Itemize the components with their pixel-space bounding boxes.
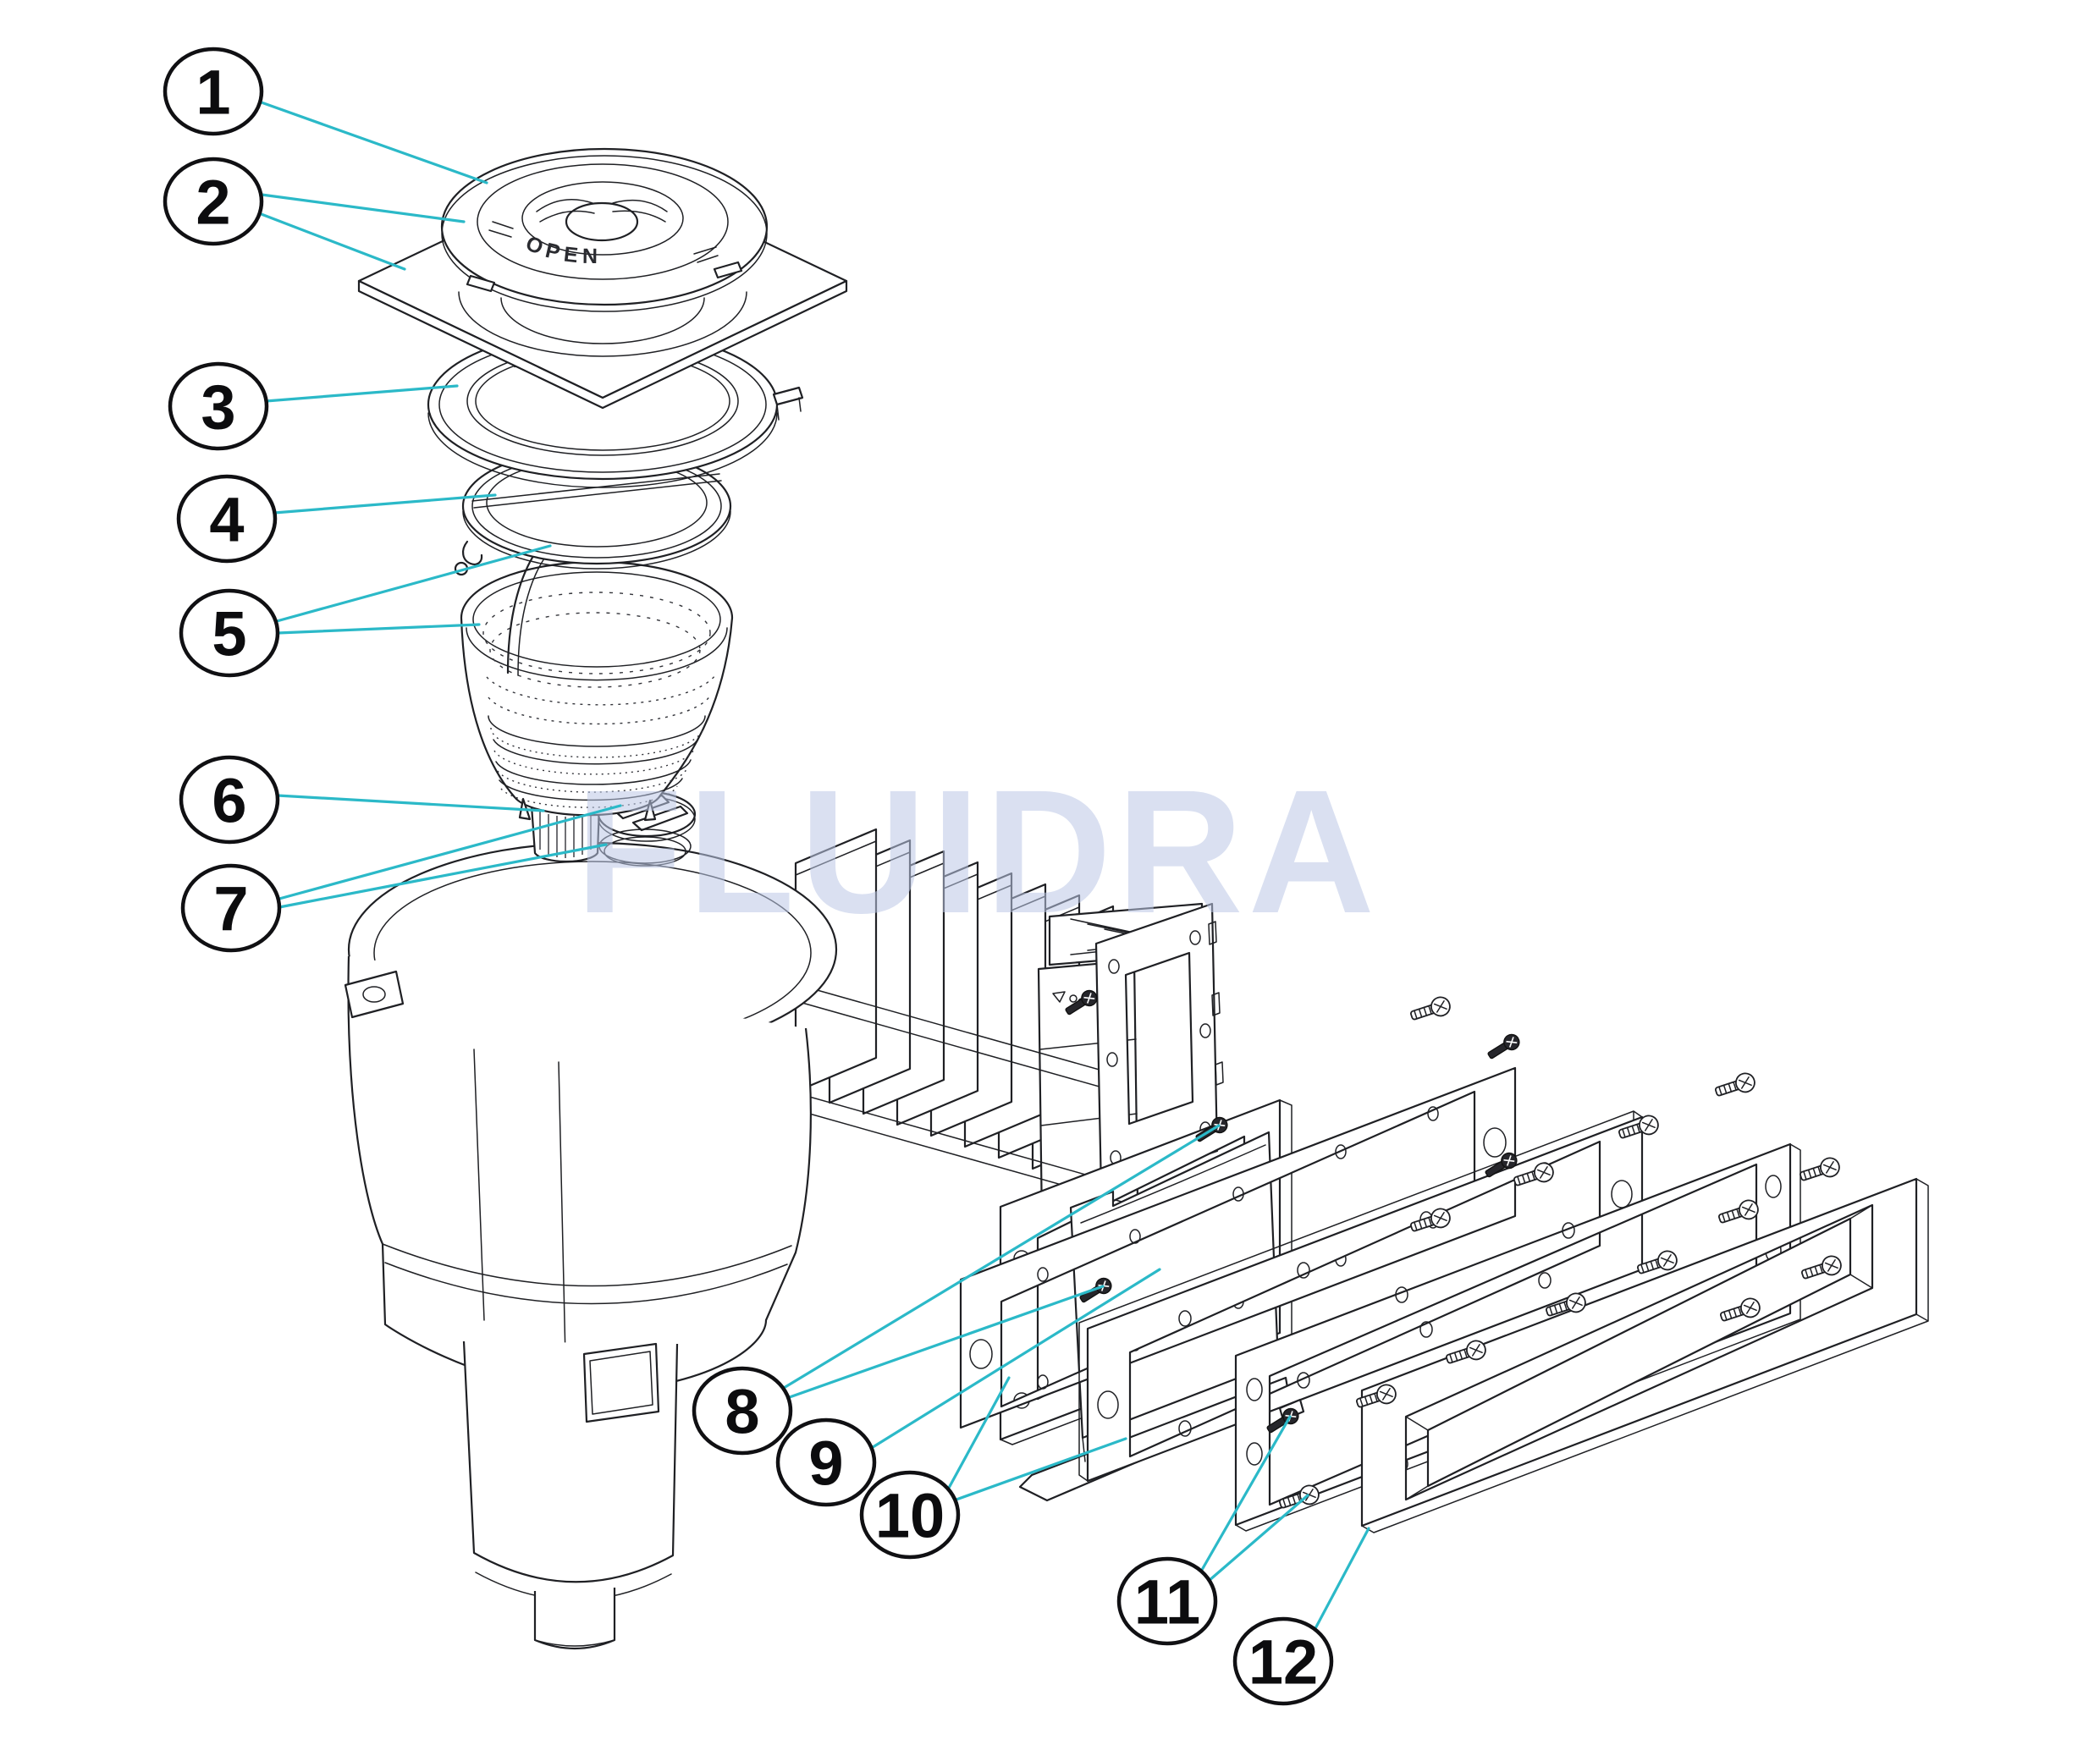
svg-text:8: 8 bbox=[725, 1377, 759, 1447]
leader-11b bbox=[1207, 1494, 1309, 1583]
callout-7: 7 bbox=[180, 863, 282, 953]
callout-10: 10 bbox=[859, 1470, 961, 1560]
svg-text:3: 3 bbox=[201, 372, 235, 443]
leader-11a bbox=[1200, 1415, 1292, 1572]
leader-4 bbox=[273, 493, 497, 515]
svg-text:11: 11 bbox=[1134, 1567, 1200, 1638]
leader-7b bbox=[278, 843, 608, 909]
leader-1 bbox=[257, 100, 488, 184]
callout-2: 2 bbox=[163, 157, 264, 246]
throat-flange bbox=[1094, 902, 1224, 1192]
sealing-frame bbox=[1078, 1110, 1644, 1483]
callouts: 1 2 3 4 5 6 7 8 bbox=[163, 47, 1334, 1706]
svg-text:1: 1 bbox=[196, 58, 230, 128]
svg-text:5: 5 bbox=[212, 599, 246, 669]
svg-text:12: 12 bbox=[1248, 1627, 1318, 1698]
leader-7a bbox=[278, 804, 622, 900]
leader-9 bbox=[868, 1268, 1161, 1450]
leader-12 bbox=[1312, 1527, 1370, 1633]
callout-5: 5 bbox=[179, 588, 280, 678]
leader-10a bbox=[946, 1376, 1011, 1491]
svg-text:10: 10 bbox=[875, 1481, 945, 1551]
svg-text:9: 9 bbox=[808, 1428, 843, 1499]
callout-6: 6 bbox=[179, 755, 280, 845]
callout-3: 3 bbox=[168, 361, 269, 451]
leader-2a bbox=[260, 193, 466, 223]
callout-12: 12 bbox=[1232, 1616, 1334, 1706]
leader-5b bbox=[276, 623, 481, 635]
leader-2b bbox=[257, 212, 406, 271]
fluidra-watermark: FLUIDRA bbox=[576, 754, 1380, 950]
svg-text:2: 2 bbox=[196, 168, 230, 238]
leader-8a bbox=[782, 1124, 1221, 1390]
svg-text:4: 4 bbox=[209, 485, 244, 555]
callout-9: 9 bbox=[775, 1417, 877, 1507]
svg-text:7: 7 bbox=[213, 874, 248, 944]
leader-10b bbox=[952, 1437, 1127, 1502]
skimmer-body bbox=[344, 841, 838, 1650]
svg-text:6: 6 bbox=[212, 766, 246, 836]
ring-gasket bbox=[454, 447, 732, 576]
leader-lines bbox=[257, 100, 1370, 1633]
callout-1: 1 bbox=[163, 47, 264, 136]
leader-3 bbox=[264, 384, 459, 403]
leader-5a bbox=[275, 544, 552, 623]
leader-8b bbox=[785, 1285, 1105, 1400]
lid-cover: OPEN bbox=[440, 147, 769, 312]
callout-11: 11 bbox=[1116, 1556, 1218, 1646]
callout-8: 8 bbox=[692, 1366, 793, 1456]
callout-4: 4 bbox=[176, 474, 278, 564]
leader-6 bbox=[276, 794, 545, 812]
